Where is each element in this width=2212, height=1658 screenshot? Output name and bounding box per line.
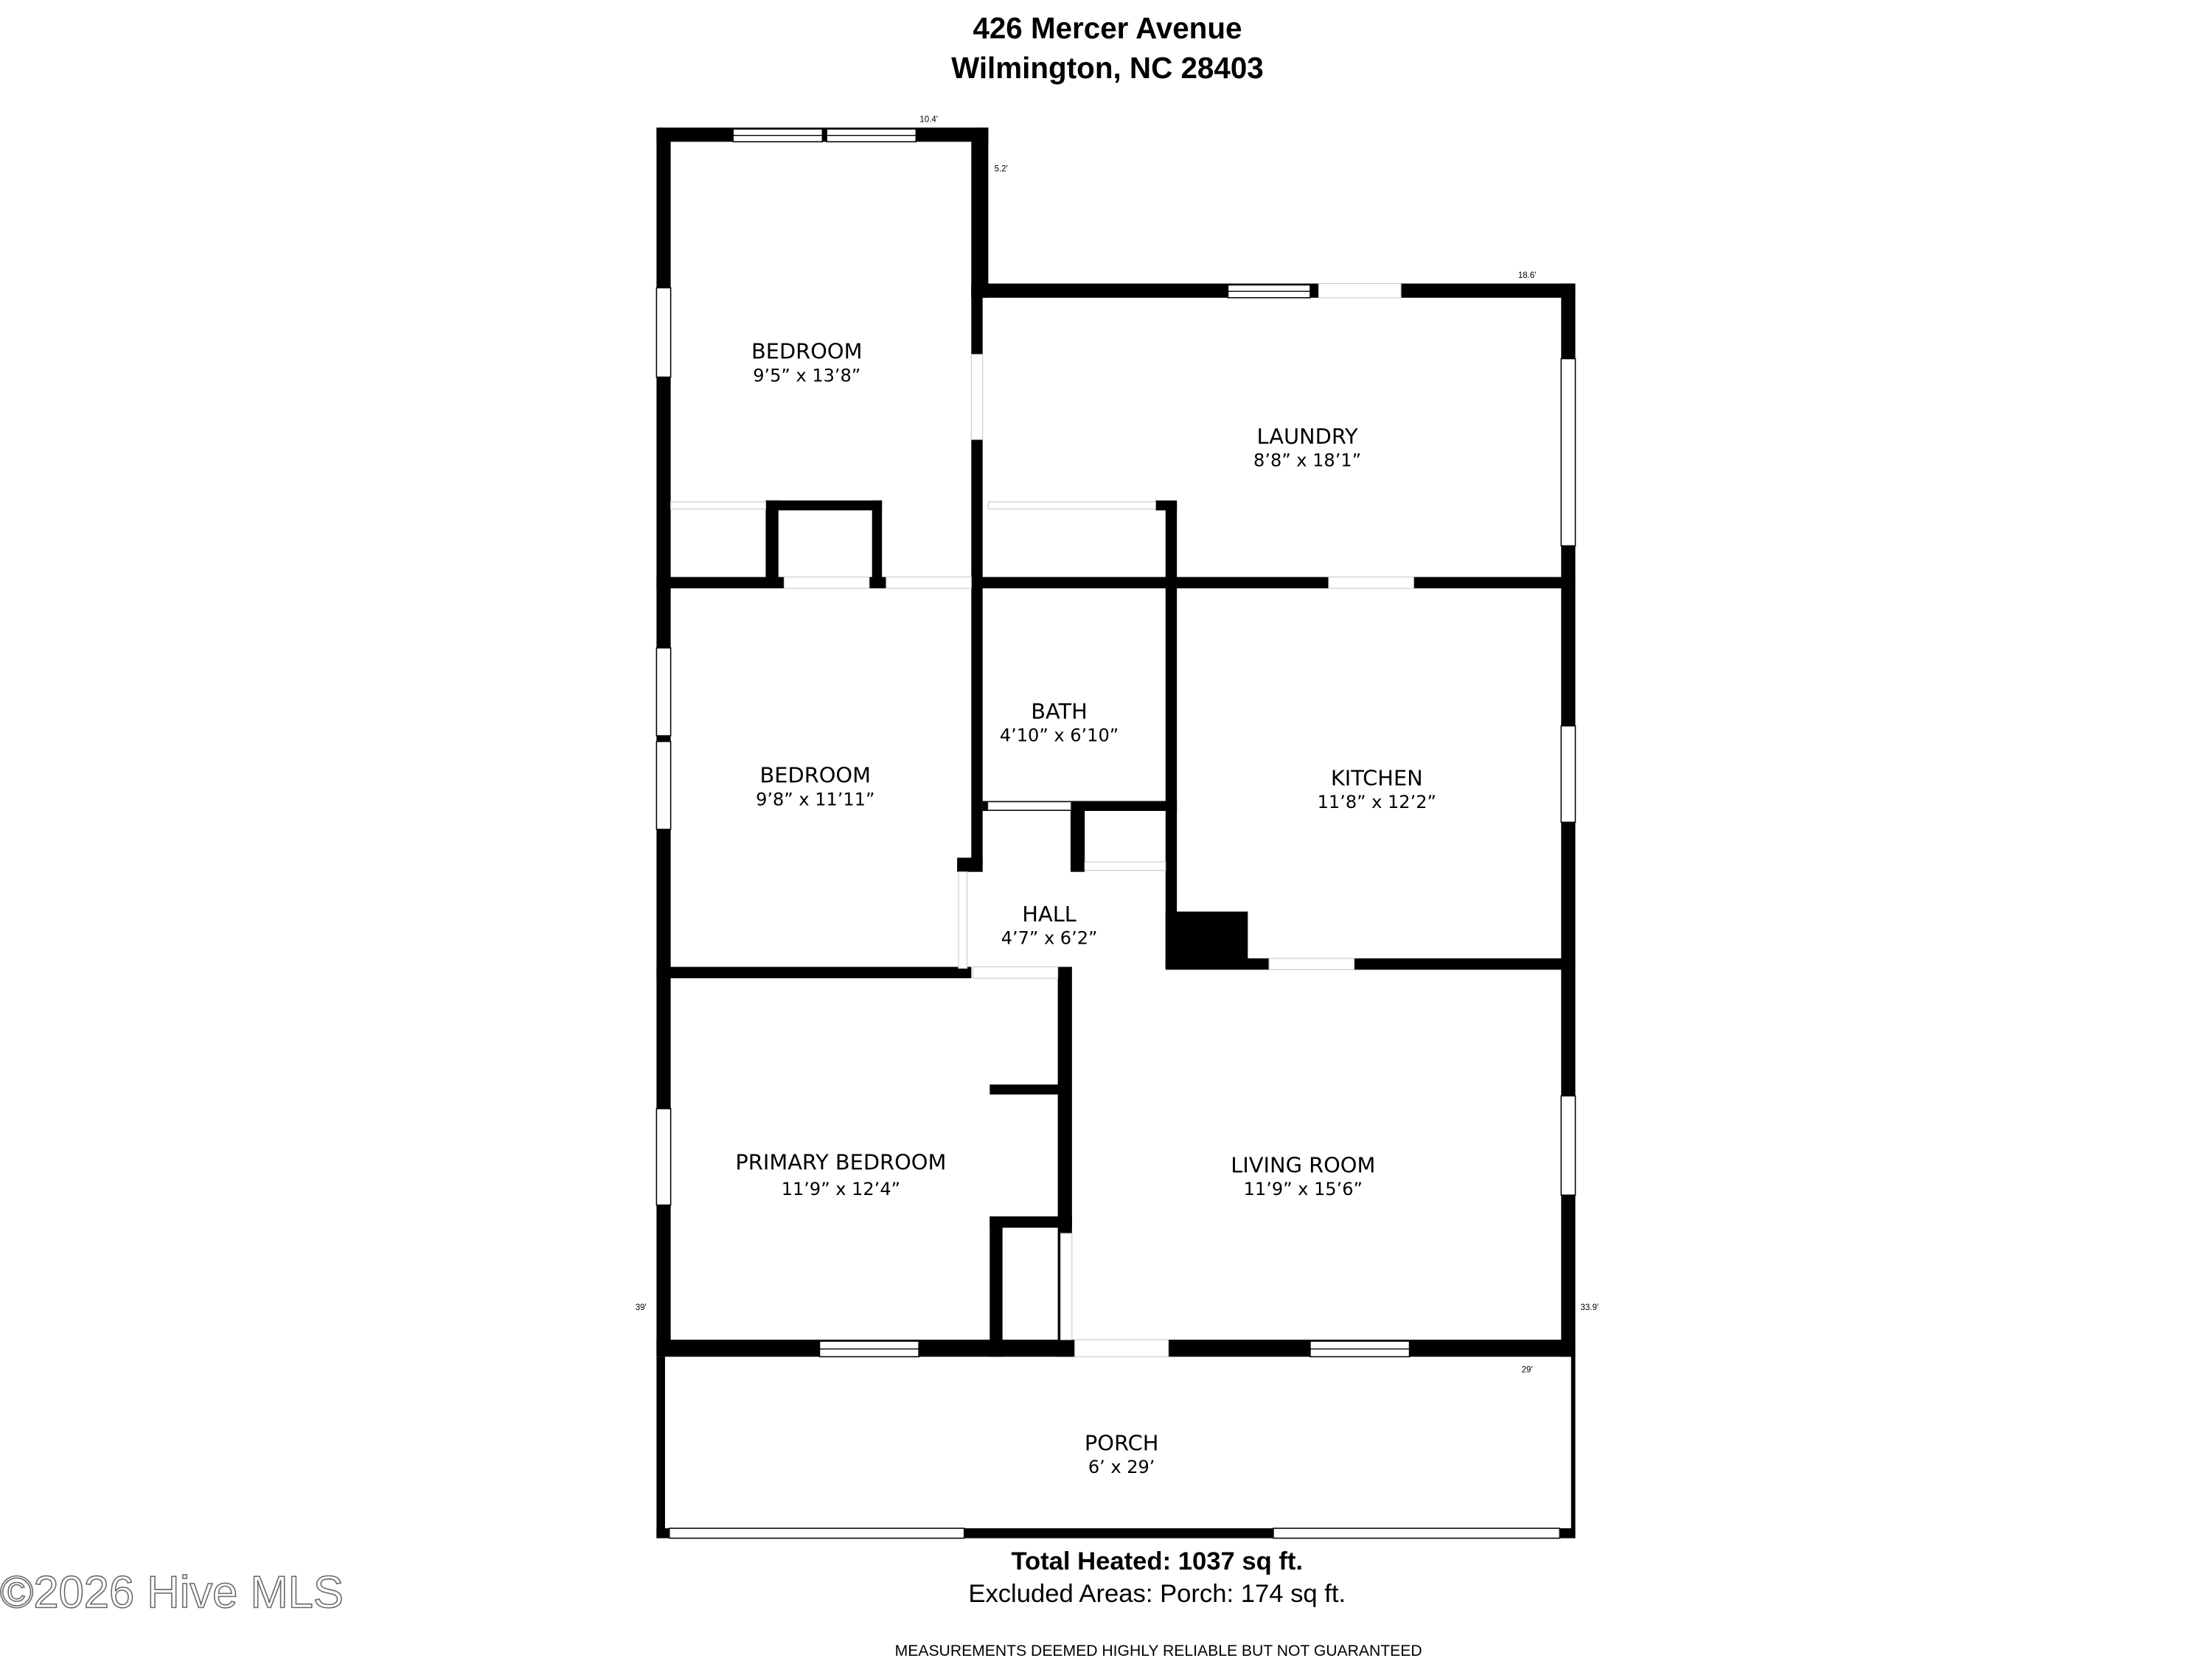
- disclaimer: MEASUREMENTS DEEMED HIGHLY RELIABLE BUT …: [895, 1643, 1422, 1658]
- room-size: 6’ x 29’: [1088, 1457, 1155, 1477]
- room-size: 11’8” x 12’2”: [1318, 792, 1436, 812]
- dimension-labels: 10.4' 5.2' 18.6' 39' 33.9' 29': [636, 115, 1599, 1374]
- dimension-label: 29': [1522, 1366, 1533, 1375]
- total-heated: Total Heated: 1037 sq ft.: [1011, 1547, 1303, 1575]
- watermark: ©2026 Hive MLS: [0, 1567, 344, 1618]
- room-size: 11’9” x 15’6”: [1244, 1179, 1363, 1199]
- address-line-1: 426 Mercer Avenue: [973, 11, 1242, 45]
- room-name: LIVING ROOM: [1231, 1152, 1375, 1177]
- room-name: BEDROOM: [760, 763, 871, 788]
- room-size: 9’8” x 11’11”: [756, 789, 874, 809]
- room-name: KITCHEN: [1331, 765, 1423, 790]
- room-size: 9’5” x 13’8”: [753, 365, 860, 386]
- room-size: 11’9” x 12’4”: [782, 1179, 900, 1199]
- dimension-label: 10.4': [919, 115, 938, 124]
- room-name: LAUNDRY: [1257, 424, 1358, 449]
- dimension-label: 18.6': [1518, 271, 1537, 280]
- room-labels: BEDROOM 9’5” x 13’8” LAUNDRY 8’8” x 18’1…: [735, 339, 1436, 1478]
- openings: [655, 128, 1576, 1539]
- room-size: 8’8” x 18’1”: [1253, 450, 1361, 471]
- room-size: 4’7” x 6’2”: [1001, 928, 1098, 949]
- room-name: BEDROOM: [751, 339, 862, 364]
- address-line-2: Wilmington, NC 28403: [951, 51, 1264, 85]
- dimension-label: 33.9': [1580, 1303, 1599, 1312]
- dimension-label: 39': [636, 1303, 647, 1312]
- room-size: 4’10” x 6’10”: [1000, 725, 1119, 746]
- room-name: BATH: [1031, 699, 1088, 724]
- room-name: PORCH: [1085, 1430, 1158, 1455]
- dimension-label: 5.2': [995, 165, 1008, 174]
- room-name: PRIMARY BEDROOM: [735, 1150, 946, 1175]
- excluded-areas: Excluded Areas: Porch: 174 sq ft.: [968, 1580, 1346, 1608]
- room-name: HALL: [1022, 902, 1077, 927]
